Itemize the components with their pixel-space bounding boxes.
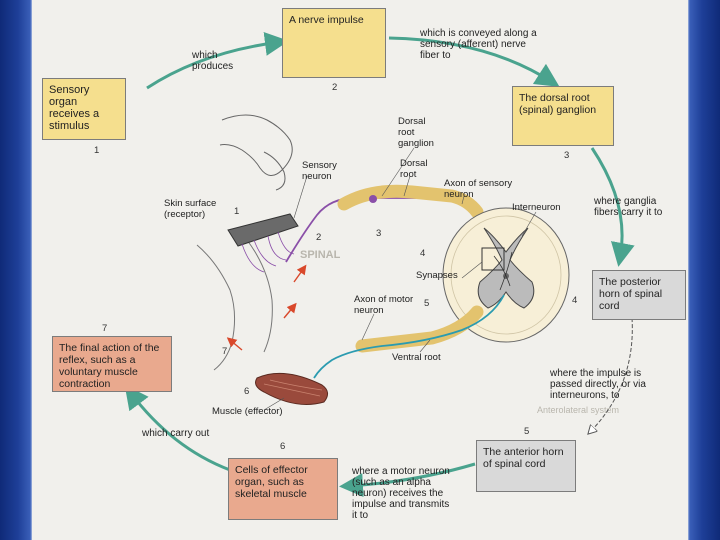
box-dorsal-root-ganglion: The dorsal root (spinal) ganglion [512,86,614,146]
box-sensory-organ-text: Sensory organ receives a stimulus [49,84,100,132]
stimulus-arrow-2 [283,302,297,319]
box3-number: 3 [564,150,570,161]
connector-carry-out: which carry out [142,428,210,439]
figure-num-7: 7 [222,346,228,357]
box-posterior-horn: The posterior horn of spinal cord [592,270,686,320]
label-sensory-neuron: Sensory neuron [302,160,337,182]
gray-matter [477,227,535,309]
box-effector-cells: Cells of effector organ, such as skeleta… [228,458,338,520]
connector-conveyed: which is conveyed along a sensory (affer… [420,28,537,61]
connector-ganglia-fibers: where ganglia fibers carry it to [594,196,663,218]
box-final-action-text: The final action of the reflex, such as … [59,342,160,390]
arrow-2-to-3 [388,36,560,87]
arrow-3-to-4 [590,147,635,267]
label-synapses: Synapses [416,270,458,281]
box-effector-cells-text: Cells of effector organ, such as skeleta… [235,464,308,500]
box-final-action: The final action of the reflex, such as … [52,336,172,392]
label-dorsal-root-ganglion: Dorsal root ganglion [398,116,434,149]
figure-num-3: 3 [376,228,382,239]
skin-fibers [241,231,295,273]
label-axon-sensory: Axon of sensory neuron [444,178,513,200]
figure-num-6: 6 [244,386,250,397]
arrow-6-to-7 [124,384,231,472]
box-anterior-horn-text: The anterior horn of spinal cord [483,446,564,470]
arrow-1-to-2 [146,32,289,90]
label-skin-surface: Skin surface (receptor) [164,198,217,220]
arrow-4-to-5 [590,317,633,432]
box-nerve-impulse: A nerve impulse [282,8,386,78]
box5-number: 5 [524,426,530,437]
figure-num-2: 2 [316,232,322,243]
label-interneuron: Interneuron [512,202,561,213]
stimulus-arrow-1 [293,264,307,283]
box-dorsal-root-ganglion-text: The dorsal root (spinal) ganglion [519,92,597,116]
faint-text-anterolateral: Anterolateral system [537,405,620,415]
box4-number: 4 [572,295,578,306]
box1-number: 1 [94,145,100,156]
box-anterior-horn: The anterior horn of spinal cord [476,440,576,492]
motor-neuron-path [313,294,505,379]
faint-text-spinal: SPINAL [300,249,341,261]
box-posterior-horn-text: The posterior horn of spinal cord [599,276,663,312]
label-dorsal-root: Dorsal root [400,158,428,180]
connector-motor-neuron: where a motor neuron (such as an alpha n… [352,466,450,521]
connector-passed-directly: where the impulse is passed directly, or… [550,368,646,401]
box7-number: 7 [102,323,108,334]
figure-num-4: 4 [420,248,426,259]
leg-sketch [196,239,273,371]
hand-sketch [219,114,293,176]
figure-num-5: 5 [424,298,430,309]
ganglion-dot [369,195,377,203]
figure-num-1: 1 [234,206,240,217]
diagram-drawing [124,32,635,498]
box2-number: 2 [332,82,338,93]
box-nerve-impulse-text: A nerve impulse [289,14,364,26]
diagram-page: SPINAL Anterolateral system [32,0,688,540]
skin-patch [227,213,299,247]
label-muscle-effector: Muscle (effector) [212,406,283,417]
box-sensory-organ: Sensory organ receives a stimulus [42,78,126,140]
label-axon-motor: Axon of motor neuron [354,294,414,316]
stimulus-arrow-3 [226,337,243,351]
connector-which-produces: which produces [192,50,234,72]
dorsal-root-shape [337,184,484,219]
synapse-highlight [481,247,505,271]
finger-sketch [263,151,286,191]
box6-number: 6 [280,441,286,452]
arrow-5-to-6 [339,462,476,498]
label-ventral-root: Ventral root [392,352,441,363]
